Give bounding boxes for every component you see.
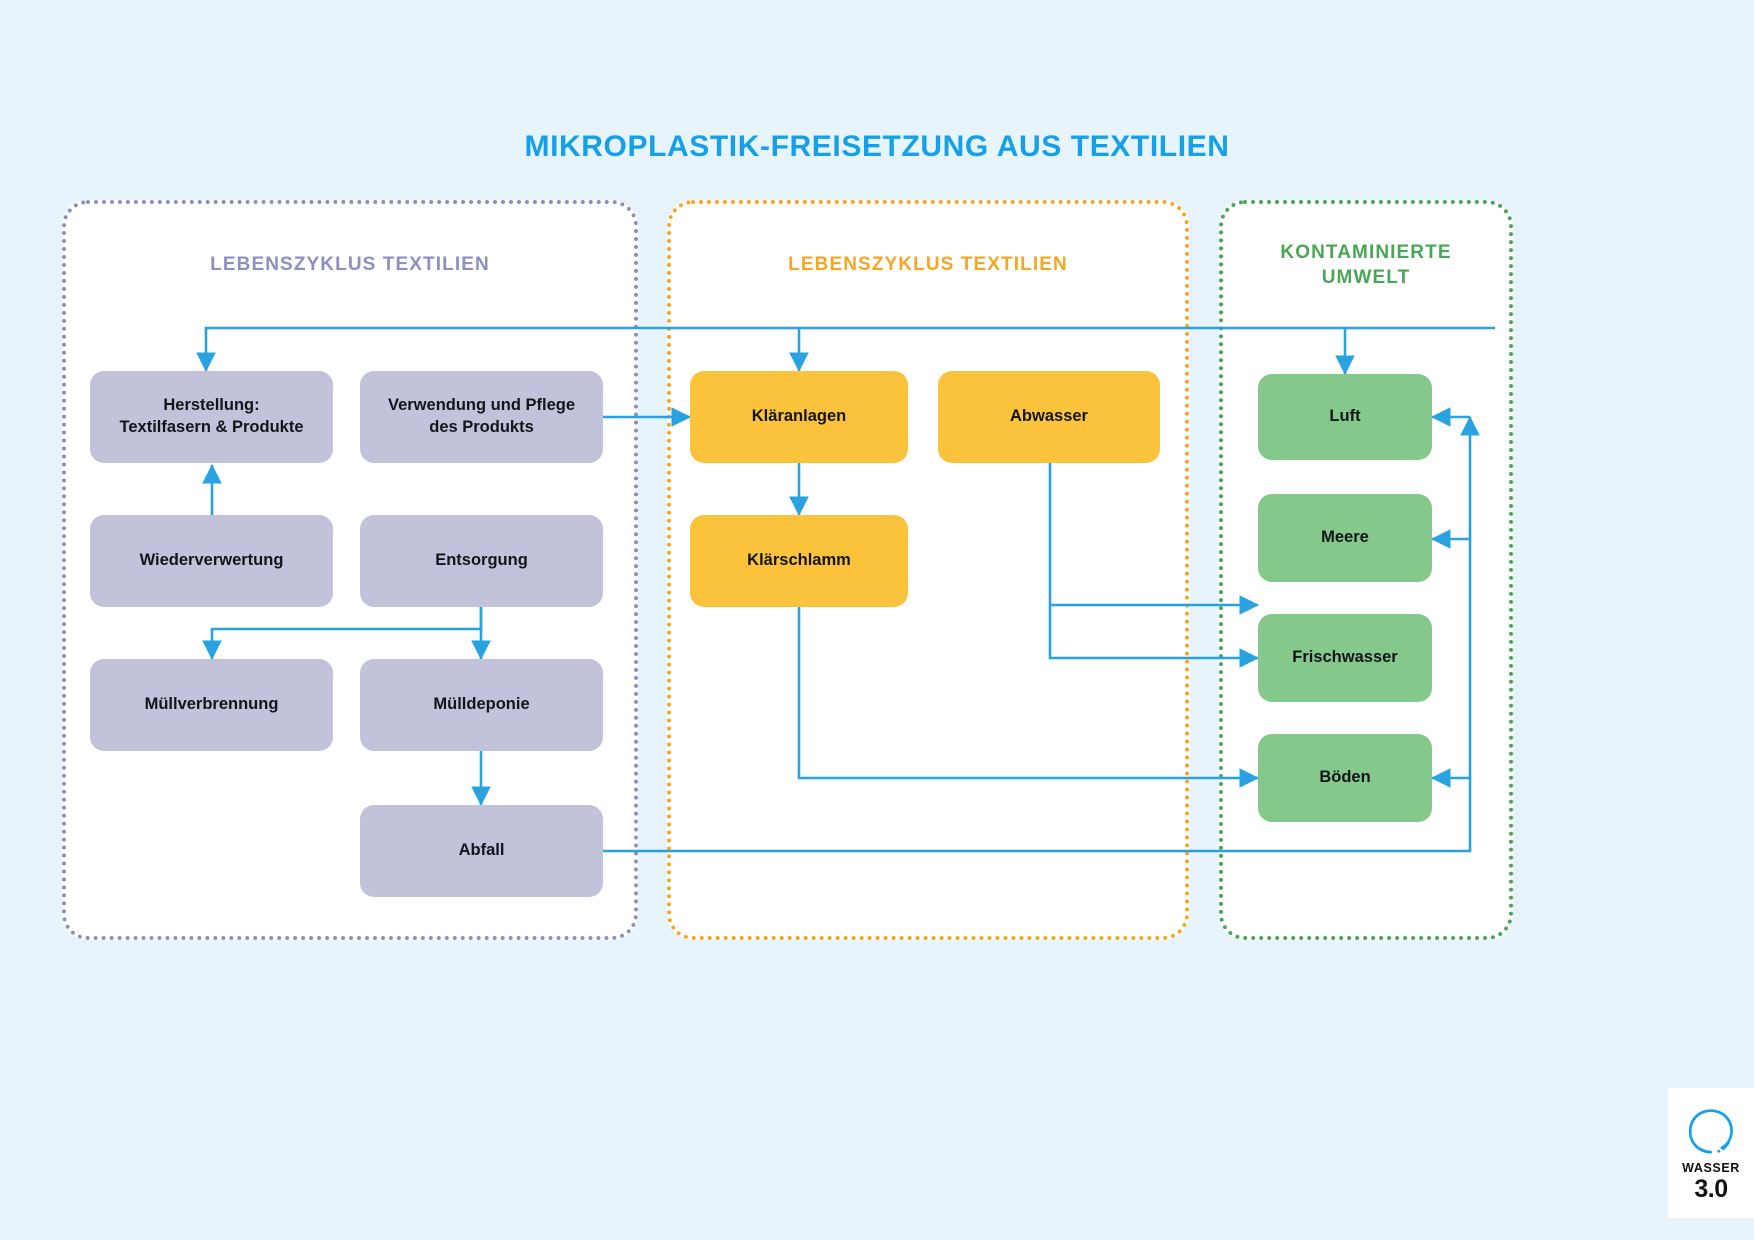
page-title: MIKROPLASTIK-FREISETZUNG AUS TEXTILIEN: [524, 130, 1230, 163]
node-frischwasser[interactable]: Frischwasser: [1258, 614, 1432, 702]
node-wiederverwertung[interactable]: Wiederverwertung: [90, 515, 333, 607]
node-verwendung[interactable]: Verwendung und Pflege des Produkts: [360, 371, 603, 463]
node-klaeranlagen[interactable]: Kläranlagen: [690, 371, 908, 463]
node-herstellung[interactable]: Herstellung: Textilfasern & Produkte: [90, 371, 333, 463]
node-entsorgung[interactable]: Entsorgung: [360, 515, 603, 607]
panel-title-lebenszyklus-textilien: LEBENSZYKLUS TEXTILIEN: [210, 254, 490, 275]
logo-version: 3.0: [1694, 1174, 1728, 1203]
panel-title-lebenszyklus-abwasser: LEBENSZYKLUS TEXTILIEN: [788, 254, 1068, 275]
node-meere[interactable]: Meere: [1258, 494, 1432, 582]
panel-title-kontaminierte-umwelt: KONTAMINIERTE UMWELT: [1280, 242, 1452, 289]
node-abwasser[interactable]: Abwasser: [938, 371, 1160, 463]
node-luft[interactable]: Luft: [1258, 374, 1432, 460]
node-boeden[interactable]: Böden: [1258, 734, 1432, 822]
brush-circle-icon: [1688, 1108, 1733, 1154]
node-klaerschlamm[interactable]: Klärschlamm: [690, 515, 908, 607]
node-muellverbrennung[interactable]: Müllverbrennung: [90, 659, 333, 751]
node-abfall[interactable]: Abfall: [360, 805, 603, 897]
wasser-3-0-logo: WASSER 3.0: [1668, 1088, 1754, 1218]
node-muelldeponie[interactable]: Mülldeponie: [360, 659, 603, 751]
logo-wordmark: WASSER: [1682, 1160, 1740, 1175]
